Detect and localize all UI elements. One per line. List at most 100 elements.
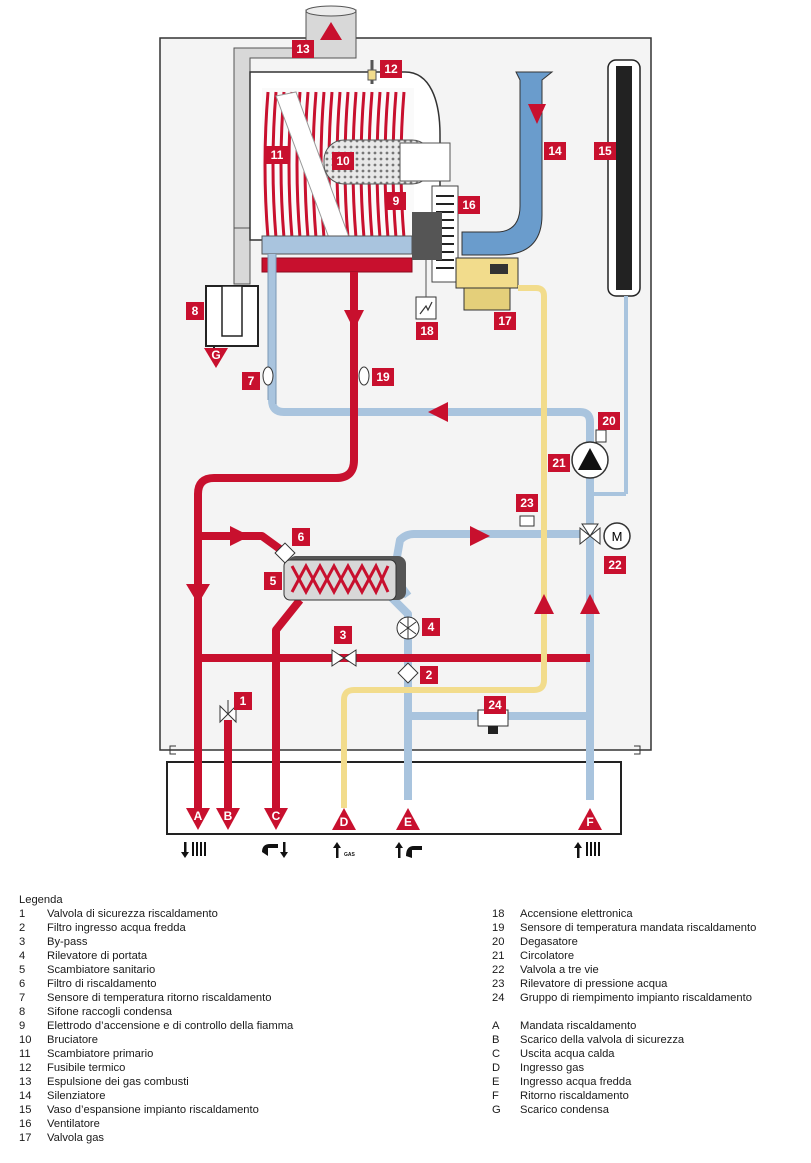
legend-text: Scambiatore primario [47,1048,154,1060]
svg-text:3: 3 [340,628,347,642]
svg-text:7: 7 [248,374,255,388]
ignition-unit [415,296,437,320]
legend-text: Silenziatore [47,1090,106,1102]
tag-12: 12 [380,60,402,78]
legend-code: 2 [19,922,26,934]
tag-6: 6 [292,528,310,546]
thermal-fuse [367,60,377,84]
tag-2: 2 [420,666,438,684]
legend-code: 22 [492,964,505,976]
legend-text: Vaso d’espansione impianto riscaldamento [47,1104,259,1116]
gas-valve [455,257,519,311]
tag-5: 5 [264,572,282,590]
svg-text:9: 9 [393,194,400,208]
tag-F: F [578,808,602,830]
legend-code: 23 [492,978,505,990]
legend-code: 16 [19,1118,32,1130]
legend-item: 5 Scambiatore sanitario [19,963,439,977]
silencer [461,71,554,256]
svg-text:17: 17 [498,314,512,328]
tag-17: 17 [494,312,516,330]
legend-title: Legenda [19,894,63,906]
tag-24: 24 [484,696,506,714]
legend-code: 5 [19,964,26,976]
legend-code: E [492,1076,500,1088]
tag-13: 13 [292,40,314,58]
svg-text:18: 18 [420,324,434,338]
svg-text:A: A [194,809,203,823]
legend-code: 11 [19,1048,31,1060]
legend-code: 9 [19,1020,26,1032]
legend-text: Sensore di temperatura ritorno riscaldam… [47,992,272,1004]
legend-spacer [492,1005,792,1019]
legend-code: D [492,1062,501,1074]
svg-text:16: 16 [462,198,476,212]
legend-code: 7 [19,992,26,1004]
condensate-siphon [205,285,259,360]
mount-bracket-right [634,745,641,755]
legend-item: 7 Sensore di temperatura ritorno riscalda… [19,991,439,1005]
legend-text: Ingresso gas [520,1062,585,1074]
tag-4: 4 [422,618,440,636]
motor-letter: M [612,529,623,544]
svg-text:E: E [404,815,412,829]
flow-arrows [186,22,600,614]
legend-code: 18 [492,908,505,920]
legend-text: Sensore di temperatura mandata riscaldam… [520,922,757,934]
cold-tap-icon [395,842,422,858]
legend-code: 6 [19,978,26,990]
flow-temp-sensor [358,366,370,386]
svg-text:24: 24 [488,698,502,712]
legend-code: 4 [19,950,26,962]
legend-text: Scarico della valvola di sicurezza [520,1034,685,1046]
hot-tap-icon [262,842,288,858]
legend-text: Fusibile termico [47,1062,126,1074]
return-collector [261,235,413,255]
legend-text: Scarico condensa [520,1104,609,1116]
radiator-return-icon [574,842,600,858]
tag-7: 7 [242,372,260,390]
svg-text:B: B [224,809,233,823]
tag-15: 15 [594,142,616,160]
svg-text:11: 11 [271,148,284,162]
legend-code: 19 [492,922,505,934]
legend-code: C [492,1048,501,1060]
ignition-bolt-icon [419,301,433,315]
tag-22: 22 [604,556,626,574]
svg-text:14: 14 [548,144,562,158]
legend-item: G Scarico condensa [492,1103,792,1117]
tag-14: 14 [544,142,566,160]
gas-pipe [341,285,547,808]
legend-text: Espulsione dei gas combusti [47,1076,189,1088]
tag-20: 20 [598,412,620,430]
svg-text:D: D [340,815,349,829]
legend-code: 14 [19,1090,32,1102]
svg-text:20: 20 [602,414,616,428]
legend-code: 10 [19,1034,32,1046]
legend-text: Degasatore [520,936,578,948]
circulator-triangle-icon [578,448,602,470]
svg-text:F: F [586,815,593,829]
legend-text: Ingresso acqua fredda [520,1076,632,1088]
three-way-valve [579,523,601,546]
legend-code: F [492,1090,499,1102]
tag-23: 23 [516,494,538,512]
svg-text:15: 15 [598,144,612,158]
legend-text: Scambiatore sanitario [47,964,156,976]
legend-code: G [492,1104,501,1116]
tag-11: 11 [266,146,288,164]
svg-text:13: 13 [296,42,310,56]
